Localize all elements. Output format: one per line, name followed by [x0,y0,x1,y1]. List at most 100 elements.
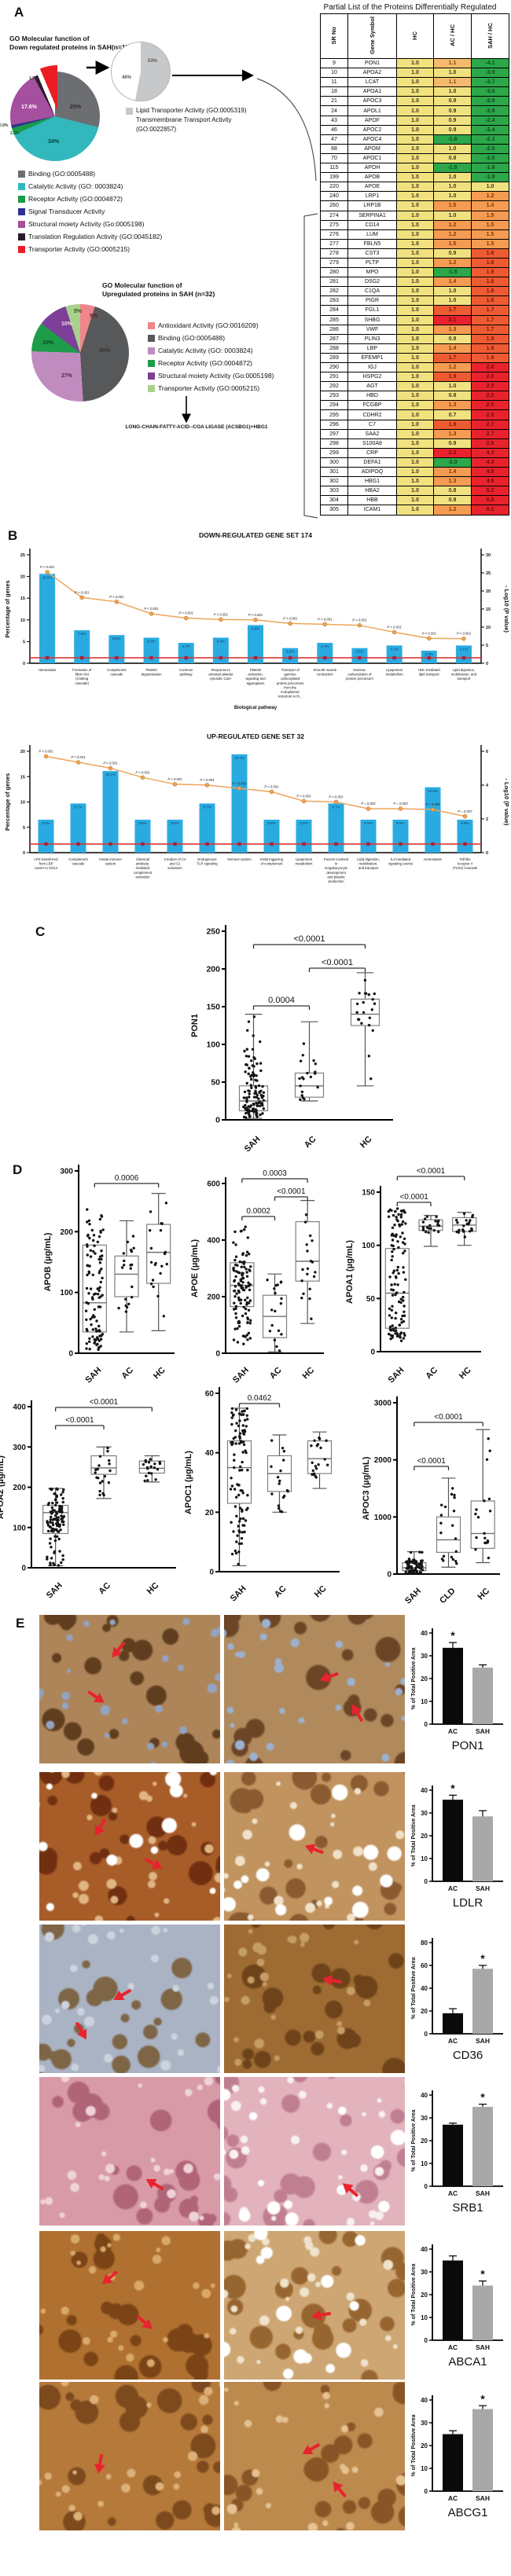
data-point [244,1063,248,1066]
x-category-label: AC [119,1366,135,1382]
value-cell: 1.0 [396,277,434,288]
value-cell: 1.9 [471,352,509,364]
legend-swatch-icon [148,335,155,342]
data-point [244,1225,247,1228]
data-point [306,1071,309,1075]
data-point [46,1524,50,1527]
bar [472,2107,493,2186]
data-point [233,1436,237,1439]
value-cell: -2.0 [471,152,509,164]
x-axis-title: Biological pathway [234,706,278,710]
value-cell: 1.6 [471,257,509,269]
data-point [92,1234,96,1237]
value-cell: 282 [320,286,348,297]
bar [199,803,215,853]
value-cell: 1.0 [396,77,434,88]
data-point [163,1252,167,1256]
data-point [95,1319,98,1323]
data-point [390,1316,393,1319]
data-point [400,1223,403,1226]
data-point [93,1341,96,1345]
data-point [302,1292,305,1295]
data-point [419,1571,422,1574]
y-tick-label: 200 [13,1484,26,1492]
data-point [300,1279,303,1282]
y-tick-label: 0 [425,2488,428,2495]
significance-star: * [450,1782,455,1794]
line-marker [461,636,466,641]
value-cell: 1.0 [396,257,434,269]
data-point [244,1335,247,1338]
value-cell: 0.9 [433,248,472,259]
data-point [244,1070,247,1073]
data-point [248,1283,251,1287]
data-point [450,1524,454,1527]
legend-item: Receptor Activity (GO:0004872) [18,196,199,203]
value-cell: 0.8 [433,391,472,402]
value-cell: -3.9 [471,68,509,79]
data-point [100,1249,103,1253]
value-cell: 2.3 [433,447,472,458]
data-point [410,1550,413,1554]
value-cell: 0.8 [433,495,472,506]
data-point [97,1464,101,1467]
value-cell: 46 [320,124,348,135]
box [418,1219,443,1231]
data-point [303,1098,306,1101]
data-point [420,1565,423,1568]
data-point [53,1551,56,1554]
bar [443,1647,463,1724]
value-cell: 1.5 [433,200,472,211]
data-point [274,1291,277,1295]
data-point [427,1231,430,1235]
data-point [50,1546,53,1549]
data-point [439,1514,443,1517]
line-marker [269,789,274,794]
data-point [235,1495,238,1499]
data-point [233,1453,236,1456]
bar-value-label: 3.5% [286,650,294,654]
data-point [100,1214,103,1217]
y-tick-label: 20 [421,2292,428,2299]
ihc-image-pon1-ac [39,1615,220,1763]
y-tick-label: 0 [425,1878,428,1885]
value-cell: 276 [320,229,348,240]
data-point [439,1521,443,1525]
data-point [393,1282,396,1286]
value-cell: 10 [320,68,348,79]
data-point [241,1314,244,1318]
data-point [355,1011,358,1014]
gene-symbol-cell: EFEMP1 [347,352,397,364]
line-marker [183,615,189,621]
y-tick-label: 60 [205,1390,215,1399]
data-point [241,1451,244,1454]
value-cell: 1.0 [433,182,472,193]
data-point [237,1493,241,1497]
data-point [314,1476,318,1479]
value-cell: 1.7 [433,305,472,316]
data-point [85,1286,89,1290]
data-point [401,1314,404,1318]
y-tick-label: 100 [206,1040,220,1050]
data-point [85,1347,88,1350]
y-axis-title: APOB (µg/mL) [43,1232,53,1291]
value-cell: 1.0 [433,172,472,183]
line-marker [288,621,292,626]
gene-symbol-cell: APOC2 [347,124,397,135]
gene-symbol-cell: APOC3 [347,96,397,107]
data-point [53,1535,57,1538]
value-cell: 1.3 [433,400,472,411]
y-tick-label: 40 [421,1787,428,1794]
data-point [244,1253,248,1257]
data-point [395,1312,398,1315]
y2-tick-label: 2 [486,817,488,822]
pvalue-label: P < 0.001 [248,613,263,617]
legend-item: Binding (GO:0005488) [148,335,313,342]
data-point [50,1557,53,1560]
data-point [486,1540,490,1544]
data-point [97,1235,101,1238]
data-point [98,1481,102,1484]
